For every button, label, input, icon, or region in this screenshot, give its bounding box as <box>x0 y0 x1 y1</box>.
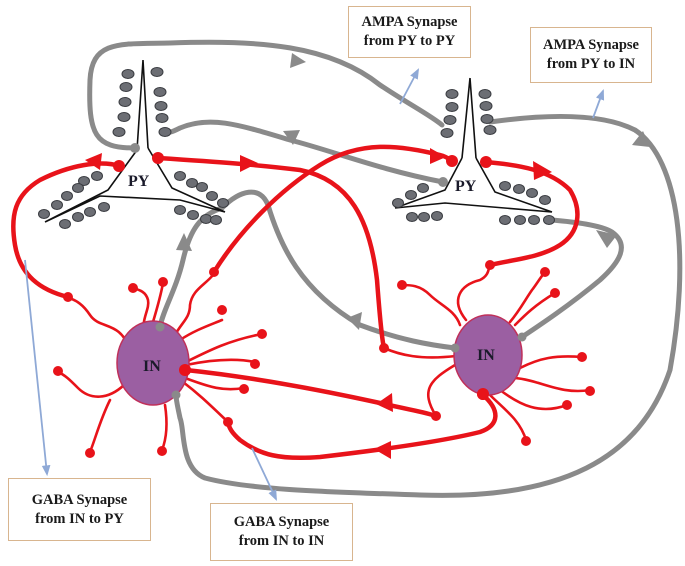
py-left-apical <box>136 59 149 151</box>
ampa-path-pyR-to-pyL <box>161 119 446 185</box>
arrowhead-gray <box>632 131 650 147</box>
py-right-axon-red-right <box>480 156 492 168</box>
py-right-spines <box>392 89 555 225</box>
pointer-ampa-py-in <box>592 88 605 119</box>
label-ampa-py-to-py-line2: from PY to PY <box>363 33 456 49</box>
arrowhead-red <box>374 441 391 459</box>
gaba-projections <box>11 144 580 461</box>
py-left-neuron: PY <box>38 59 229 229</box>
label-gaba-in-to-py-line2: from IN to PY <box>35 510 124 527</box>
pointer-gaba-in-in <box>251 447 277 501</box>
arrowhead-red <box>85 153 102 170</box>
label-ampa-py-to-py-line1: AMPA Synapse <box>361 14 458 30</box>
label-gaba-in-to-in-line1: GABA Synapse <box>233 514 330 530</box>
ampa-path-pyL-to-inR <box>219 189 458 351</box>
arrowhead-red <box>533 161 552 180</box>
in-right-label: IN <box>477 347 495 364</box>
in-right-dendrite-terminals <box>379 260 595 446</box>
arrowhead-gray <box>176 233 192 251</box>
pointer-gaba-in-py <box>24 259 51 477</box>
gaba-path-inL-to-inR <box>183 367 439 419</box>
ampa-projections <box>87 39 683 498</box>
in-left-label: IN <box>143 358 161 375</box>
label-gaba-in-to-in-line2: from IN to IN <box>238 533 325 549</box>
py-right-apical <box>461 77 477 159</box>
ampa-path-pyR-to-inL-big-loop <box>173 114 683 498</box>
py-left-axon-red-right <box>152 152 164 164</box>
label-ampa-py-to-in-line1: AMPA Synapse <box>542 37 639 53</box>
arrowhead-red <box>376 393 393 412</box>
in-left-dendrite-terminals <box>53 267 267 458</box>
gaba-path-inL-to-pyR <box>211 144 455 275</box>
label-gaba-in-to-py: GABA Synapse from IN to PY <box>8 478 151 541</box>
in-right-neuron: IN <box>450 314 527 400</box>
arrowhead-gray <box>596 230 617 248</box>
arrowhead-red <box>240 155 258 172</box>
in-left-neuron: IN <box>116 320 191 406</box>
in-left-soma <box>116 320 190 406</box>
arrowhead-red <box>430 148 446 164</box>
py-right-body <box>394 157 553 213</box>
gaba-path-pyR-to-inR <box>483 159 580 268</box>
py-right-neuron: PY <box>392 77 555 225</box>
ampa-path-pyR-to-inR <box>519 217 624 340</box>
label-ampa-py-to-in: AMPA Synapse from PY to IN <box>530 27 652 83</box>
py-left-axon-red-left <box>113 160 125 172</box>
arrowhead-gray <box>283 130 300 145</box>
gaba-path-inR-to-inL <box>225 392 498 461</box>
pointer-ampa-py-py <box>399 68 420 105</box>
arrowhead-gray <box>347 312 362 330</box>
label-ampa-py-to-in-line2: from PY to IN <box>546 56 636 72</box>
label-gaba-in-to-py-line1: GABA Synapse <box>31 491 128 508</box>
py-right-label: PY <box>455 178 477 195</box>
py-right-gray-node <box>438 177 448 187</box>
py-left-spines <box>38 67 229 229</box>
gaba-path-from-pyL-soma-right <box>155 155 387 351</box>
gaba-path-inL-to-pyL <box>11 161 123 300</box>
py-left-gray-node <box>130 143 140 153</box>
label-pointers <box>24 68 605 501</box>
in-left-dendrites <box>56 273 264 454</box>
py-left-label: PY <box>128 173 150 190</box>
arrowhead-gray <box>290 53 306 68</box>
label-gaba-in-to-in: GABA Synapse from IN to IN <box>210 503 353 561</box>
ampa-path-pyL-to-pyR-top <box>87 39 445 151</box>
label-ampa-py-to-py: AMPA Synapse from PY to PY <box>348 6 471 58</box>
py-right-axon-red-left <box>446 155 458 167</box>
